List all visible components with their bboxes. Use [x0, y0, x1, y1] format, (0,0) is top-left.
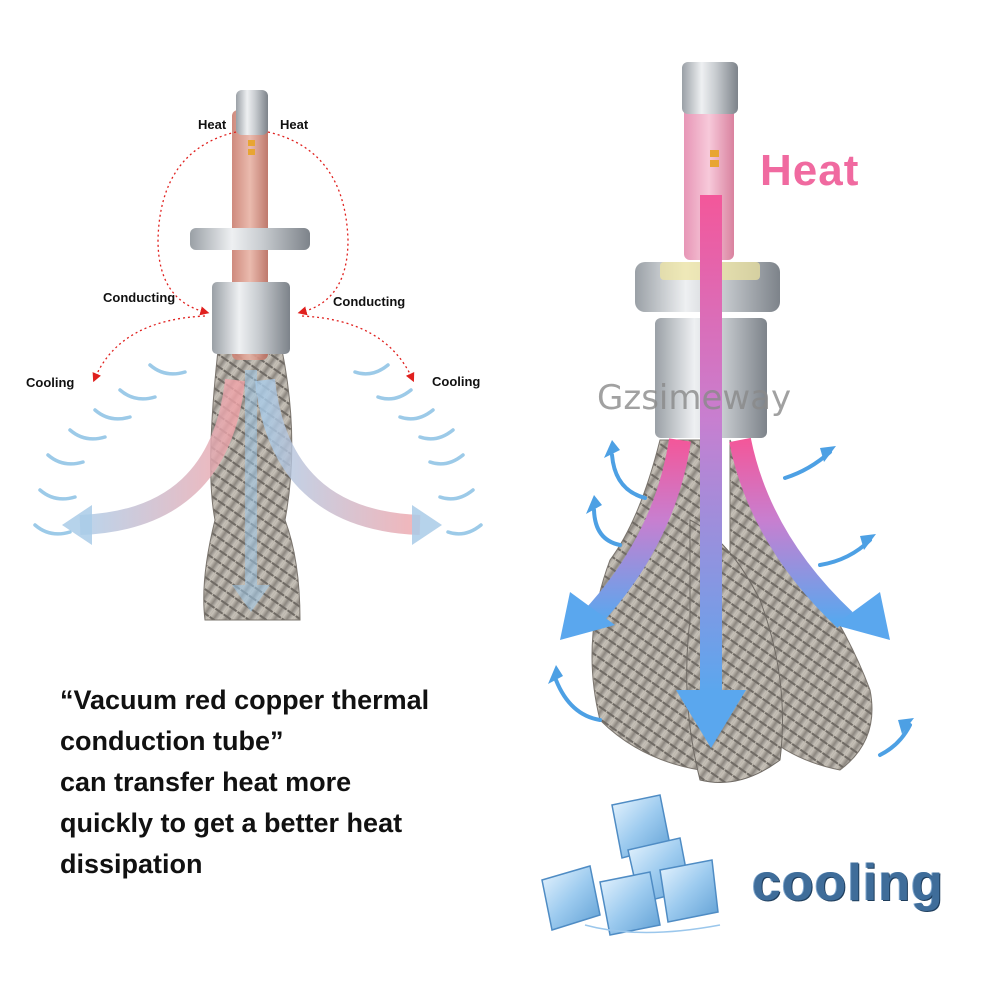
- heat-label-right: Heat: [280, 117, 309, 132]
- right-heat-flow-arrow: [700, 195, 722, 695]
- left-bulb-tip: [236, 90, 268, 135]
- caption-line: “Vacuum red copper thermal: [60, 685, 430, 715]
- right-cooling-arrowheads: [548, 440, 914, 734]
- cooling-label-right: Cooling: [432, 374, 481, 389]
- cooling-label-large: cooling: [752, 854, 944, 912]
- caption-line: can transfer heat more: [60, 767, 352, 797]
- conducting-label-left: Conducting: [103, 290, 176, 305]
- left-bulb-collar: [212, 282, 290, 354]
- cooling-label-left: Cooling: [26, 375, 75, 390]
- left-bulb: [62, 90, 442, 621]
- caption-line: dissipation: [60, 849, 203, 879]
- heat-label-left: Heat: [198, 117, 227, 132]
- right-bulb: [560, 62, 890, 783]
- left-heat-arcs: [92, 131, 415, 383]
- caption-line: conduction tube”: [60, 726, 284, 756]
- heat-label-large: Heat: [760, 146, 860, 195]
- left-cooling-arrows: [33, 363, 483, 536]
- conducting-label-right: Conducting: [333, 294, 406, 309]
- caption-text: “Vacuum red copper thermal conduction tu…: [60, 680, 500, 885]
- ice-cubes: [541, 794, 721, 936]
- caption-line: quickly to get a better heat: [60, 808, 403, 838]
- left-bulb-flange: [190, 228, 310, 250]
- right-bulb-tip: [682, 62, 738, 114]
- watermark: Gzsimeway: [597, 378, 792, 418]
